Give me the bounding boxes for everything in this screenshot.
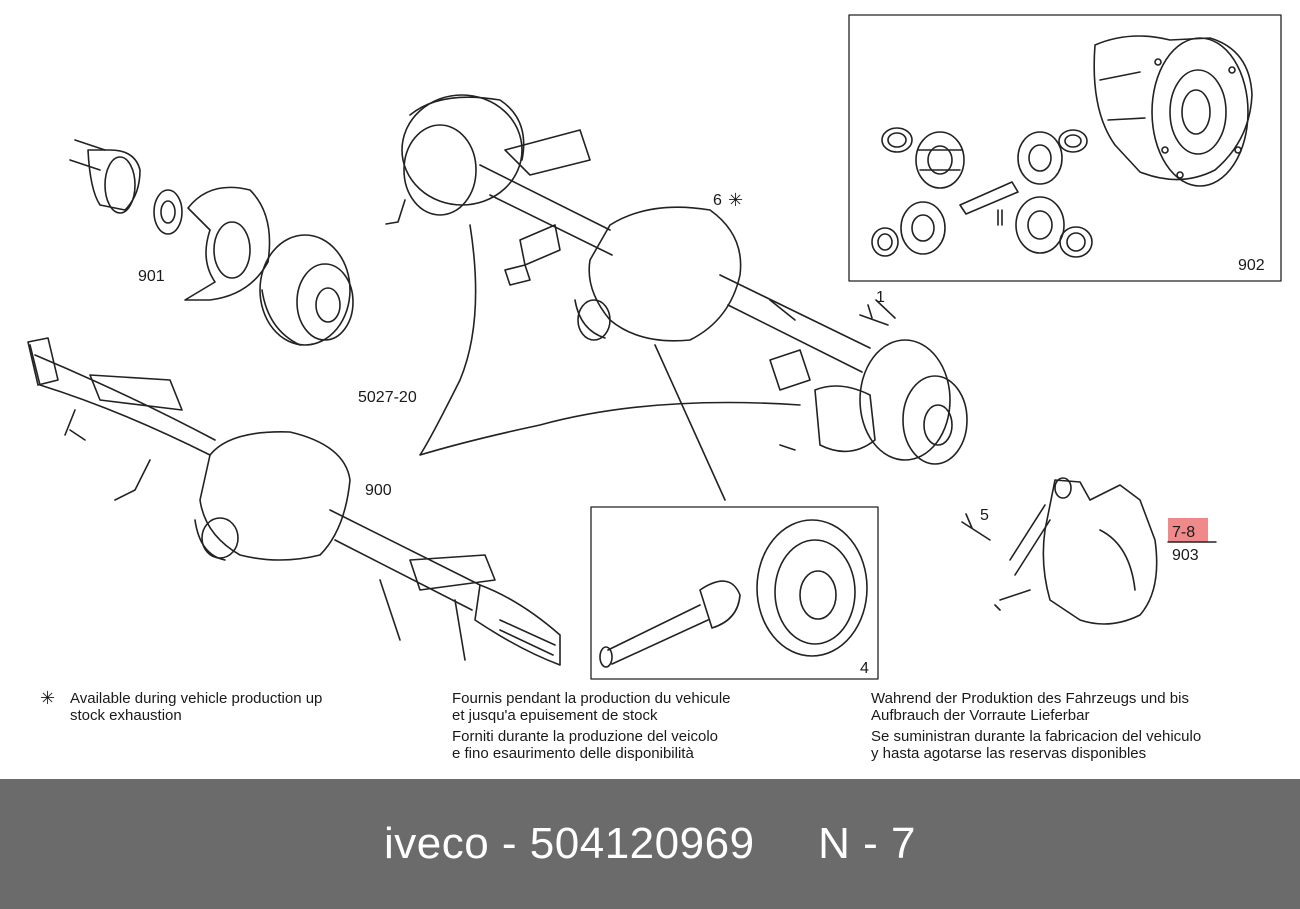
callout-903: 903 <box>1172 547 1199 564</box>
upper-axle-assembly-illustration <box>385 94 968 465</box>
sensor-cable-illustration <box>419 224 801 501</box>
callout-4: 4 <box>860 660 869 677</box>
note-line: Fournis pendant la production du vehicul… <box>452 690 731 707</box>
part-number-caption: iveco - 504120969 N - 7 <box>383 819 917 868</box>
footer-banner: iveco - 504120969 N - 7 <box>0 779 1300 909</box>
note-line: Forniti durante la produzione del veicol… <box>452 728 718 745</box>
callout-902: 902 <box>1238 257 1265 274</box>
callout-1: 1 <box>876 289 885 306</box>
note-line: Se suministran durante la fabricacion de… <box>871 728 1202 745</box>
star-symbol-callout: ✳ <box>728 190 743 210</box>
inset-4-frame <box>590 506 879 680</box>
note-line: e fino esaurimento delle disponibilità <box>452 745 694 762</box>
notes-english: ✳ Available during vehicle production up… <box>40 688 323 724</box>
note-line: y hasta agotarse las reservas disponible… <box>871 745 1147 762</box>
parts-diagram: 901 902 900 5027-20 6 ✳ 1 5 4 7-8 903 <box>27 14 1282 680</box>
callout-900: 900 <box>365 482 392 499</box>
note-line: et jusqu'a epuisement de stock <box>452 707 658 724</box>
callout-901: 901 <box>138 268 165 285</box>
lower-axle-assembly-illustration <box>27 337 561 666</box>
callout-6: 6 <box>713 192 722 209</box>
brake-shield-and-hub-illustration <box>69 139 354 346</box>
note-line: Wahrend der Produktion des Fahrzeugs und… <box>871 690 1189 707</box>
highlight-7-8 <box>1168 518 1208 542</box>
callout-5027-20: 5027-20 <box>358 389 417 406</box>
callout-5: 5 <box>980 507 989 524</box>
note-line: Aufbrauch der Vorraute Lieferbar <box>871 707 1090 724</box>
ring-and-pinion-illustration <box>599 519 868 668</box>
differential-case-illustration <box>1093 35 1253 187</box>
differential-gears-illustration <box>871 127 1093 258</box>
star-symbol: ✳ <box>40 688 56 708</box>
notes-french-italian: Fournis pendant la production du vehicul… <box>452 690 731 762</box>
brake-caliper-illustration <box>859 304 1158 625</box>
callout-7-8: 7-8 <box>1172 524 1195 541</box>
inset-902-frame <box>848 14 1282 282</box>
note-line: stock exhaustion <box>70 707 182 724</box>
note-line: Available during vehicle production up <box>70 690 323 707</box>
notes-german-spanish: Wahrend der Produktion des Fahrzeugs und… <box>871 690 1201 762</box>
